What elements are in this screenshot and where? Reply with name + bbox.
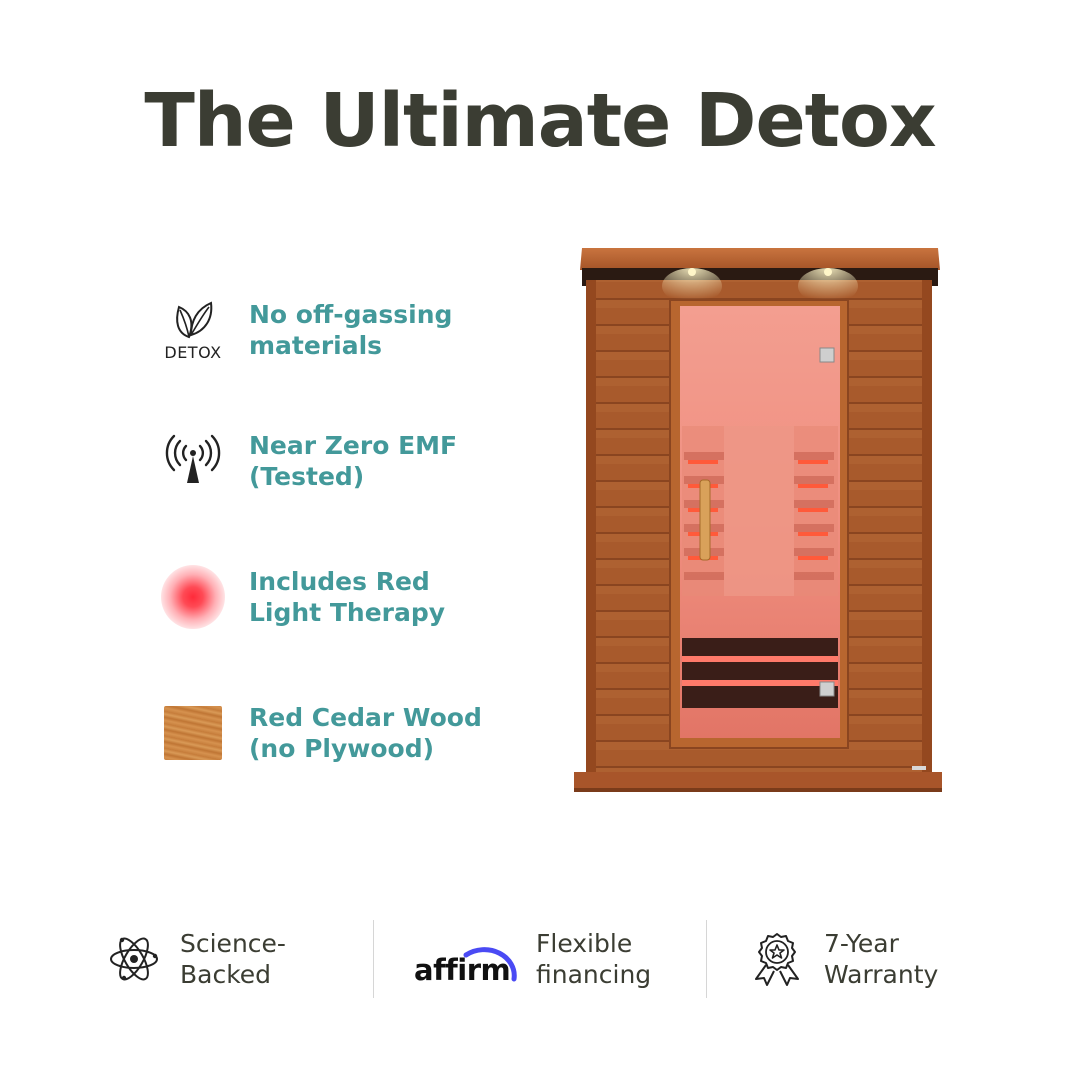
footer-divider (706, 920, 707, 998)
wood-swatch-icon (164, 706, 222, 760)
atom-icon (110, 937, 158, 981)
affirm-logo: affirm (414, 931, 518, 987)
feature-text: Includes Red Light Therapy (249, 567, 446, 627)
footer-flexible-financing: affirm Flexible financing (414, 920, 674, 998)
footer-text: Flexible financing (536, 929, 652, 989)
feature-red-cedar-wood: Red Cedar Wood (no Plywood) (150, 688, 530, 778)
feature-no-off-gassing: DETOX No off-gassing materials (150, 285, 530, 375)
leaf-detox-icon: DETOX (164, 299, 221, 362)
feature-red-light-therapy: Includes Red Light Therapy (150, 552, 530, 642)
feature-near-zero-emf: Near Zero EMF (Tested) (150, 416, 530, 506)
page-title: The Ultimate Detox (144, 78, 936, 164)
feature-text: No off-gassing materials (249, 300, 453, 360)
detox-label: DETOX (164, 342, 222, 362)
footer-text: 7-Year Warranty (824, 929, 939, 989)
footer-science-backed: Science- Backed (108, 920, 328, 998)
award-badge-icon (755, 933, 799, 986)
antenna-emf-icon (165, 434, 221, 483)
feature-text: Red Cedar Wood (no Plywood) (249, 703, 482, 763)
footer-warranty: 7-Year Warranty (750, 920, 980, 998)
footer-divider (373, 920, 374, 998)
red-light-icon (161, 565, 225, 629)
footer-text: Science- Backed (180, 929, 286, 989)
sauna-product-image (574, 248, 942, 792)
feature-text: Near Zero EMF (Tested) (249, 431, 458, 491)
